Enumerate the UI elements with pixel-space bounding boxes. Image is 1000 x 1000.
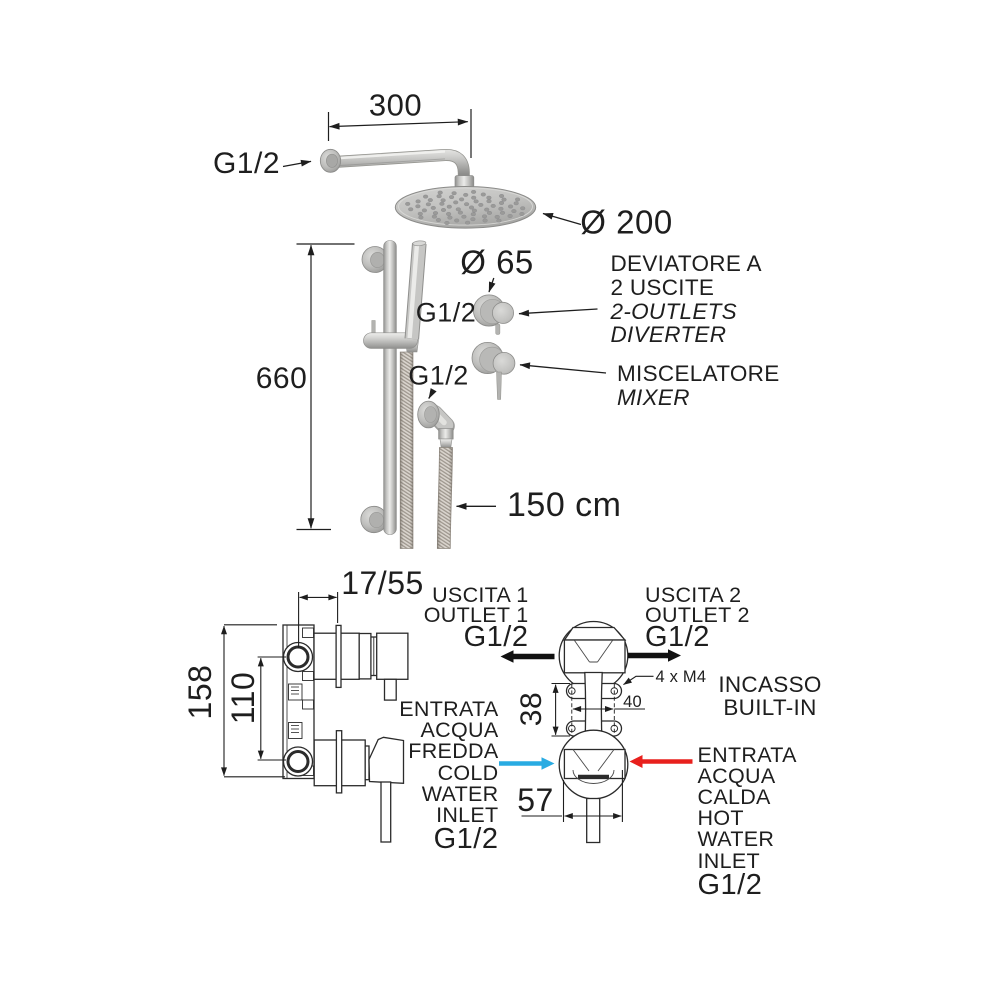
dim-hose-length: 150 cm	[507, 486, 622, 524]
dim-660-lines	[296, 243, 355, 531]
outlet2-arrow	[628, 649, 681, 662]
dim-head-diameter: Ø 200	[580, 203, 673, 241]
rail-slider-clamp	[363, 332, 418, 349]
hot-line1: ENTRATA	[697, 742, 797, 767]
hand-shower-handle	[412, 240, 427, 247]
cold-line4: COLD	[437, 760, 499, 785]
outlet-thread-leader	[428, 388, 437, 399]
hot-thread: G1/2	[697, 868, 763, 901]
outlet1-thread: G1/2	[463, 621, 529, 654]
rail-bar	[383, 240, 397, 535]
mixer-leader	[519, 362, 607, 374]
label-diverter-thread: G1/2	[415, 297, 477, 328]
front-view-dims	[521, 675, 654, 822]
hot-inlet-label-block: ENTRATA ACQUA CALDA HOT WATER INLET G1/2	[697, 742, 797, 901]
mounting-line1: INCASSO	[718, 671, 822, 697]
diverter-label-line2: 2 USCITE	[610, 274, 715, 300]
wall-outlet-elbow	[417, 400, 455, 549]
dim-arm-length: 300	[368, 87, 423, 122]
label-arm-thread: G1/2	[212, 146, 281, 180]
outlet2-label-block: USCITA 2 OUTLET 2 G1/2	[645, 583, 750, 654]
mixer-valve	[471, 341, 516, 400]
diverter-label-line4: DIVERTER	[610, 322, 727, 348]
dim-300-lines	[327, 109, 472, 158]
dim-rail-height: 660	[255, 362, 308, 395]
mixer-label-line2: MIXER	[617, 384, 690, 410]
diverter-label-line3: 2-OUTLETS	[610, 298, 737, 324]
dim-lug-spacing: 38	[514, 691, 548, 727]
label-outlet-thread: G1/2	[408, 360, 469, 390]
diverter-label-block: DEVIATORE A 2 USCITE 2-OUTLETS DIVERTER	[611, 252, 762, 347]
outlet1-arrow	[500, 650, 555, 663]
cold-inlet-label-block: ENTRATA ACQUA FREDDA COLD WATER INLET G1…	[399, 697, 499, 856]
cold-inlet-arrow	[499, 757, 555, 770]
dim-depth: 17/55	[341, 564, 424, 601]
mounting-label-block: INCASSO BUILT-IN	[718, 671, 822, 721]
outlet2-line2: OUTLET 2	[645, 602, 750, 627]
dim-hole-spacing: 40	[623, 692, 642, 711]
dim-body-width: 57	[517, 781, 554, 818]
arm-thread-leader	[282, 159, 312, 168]
valve-side-view	[282, 624, 409, 843]
outlet2-thread: G1/2	[645, 621, 710, 654]
outlet1-label-block: USCITA 1 OUTLET 1 G1/2	[423, 583, 529, 654]
flow-arrows	[499, 649, 693, 770]
head-diameter-leader	[542, 212, 582, 226]
hand-shower	[363, 240, 427, 549]
slide-rail	[360, 240, 397, 535]
dim-height: 158	[182, 664, 218, 720]
cold-line6: INLET	[436, 803, 499, 828]
hot-line2: ACQUA	[697, 763, 776, 788]
cold-line1: ENTRATA	[399, 697, 499, 721]
mixer-label-line1: MISCELATORE	[617, 361, 780, 386]
outlet1-line1: USCITA 1	[432, 583, 529, 607]
hot-line4: HOT	[697, 806, 744, 831]
side-view-dims	[221, 592, 339, 778]
cold-line3: FREDDA	[408, 739, 499, 764]
diverter-valve	[472, 294, 514, 335]
mixer-label-block: MISCELATORE MIXER	[617, 362, 780, 410]
dim-axis-spacing: 110	[224, 671, 261, 725]
diverter-label-line1: DEVIATORE A	[610, 251, 762, 276]
hot-line3: CALDA	[697, 784, 771, 809]
valve-front-view	[558, 620, 629, 844]
hot-inlet-arrow	[629, 755, 693, 768]
dim-diverter-diameter: Ø 65	[460, 243, 534, 280]
shower-arm	[319, 148, 470, 177]
outlet2-line1: USCITA 2	[645, 583, 742, 607]
hot-line5: WATER	[697, 827, 775, 852]
mounting-line2: BUILT-IN	[723, 695, 817, 721]
cold-thread: G1/2	[433, 823, 499, 856]
outlet1-line2: OUTLET 1	[423, 602, 529, 627]
diverter-diameter-leader	[488, 277, 496, 293]
diverter-leader	[518, 308, 598, 317]
hot-line6: INLET	[697, 848, 760, 873]
rain-shower-head	[394, 175, 537, 229]
nozzle-dots	[405, 189, 526, 225]
cold-line5: WATER	[421, 781, 499, 806]
cold-line2: ACQUA	[420, 718, 499, 743]
label-screws: 4 x M4	[655, 667, 707, 686]
